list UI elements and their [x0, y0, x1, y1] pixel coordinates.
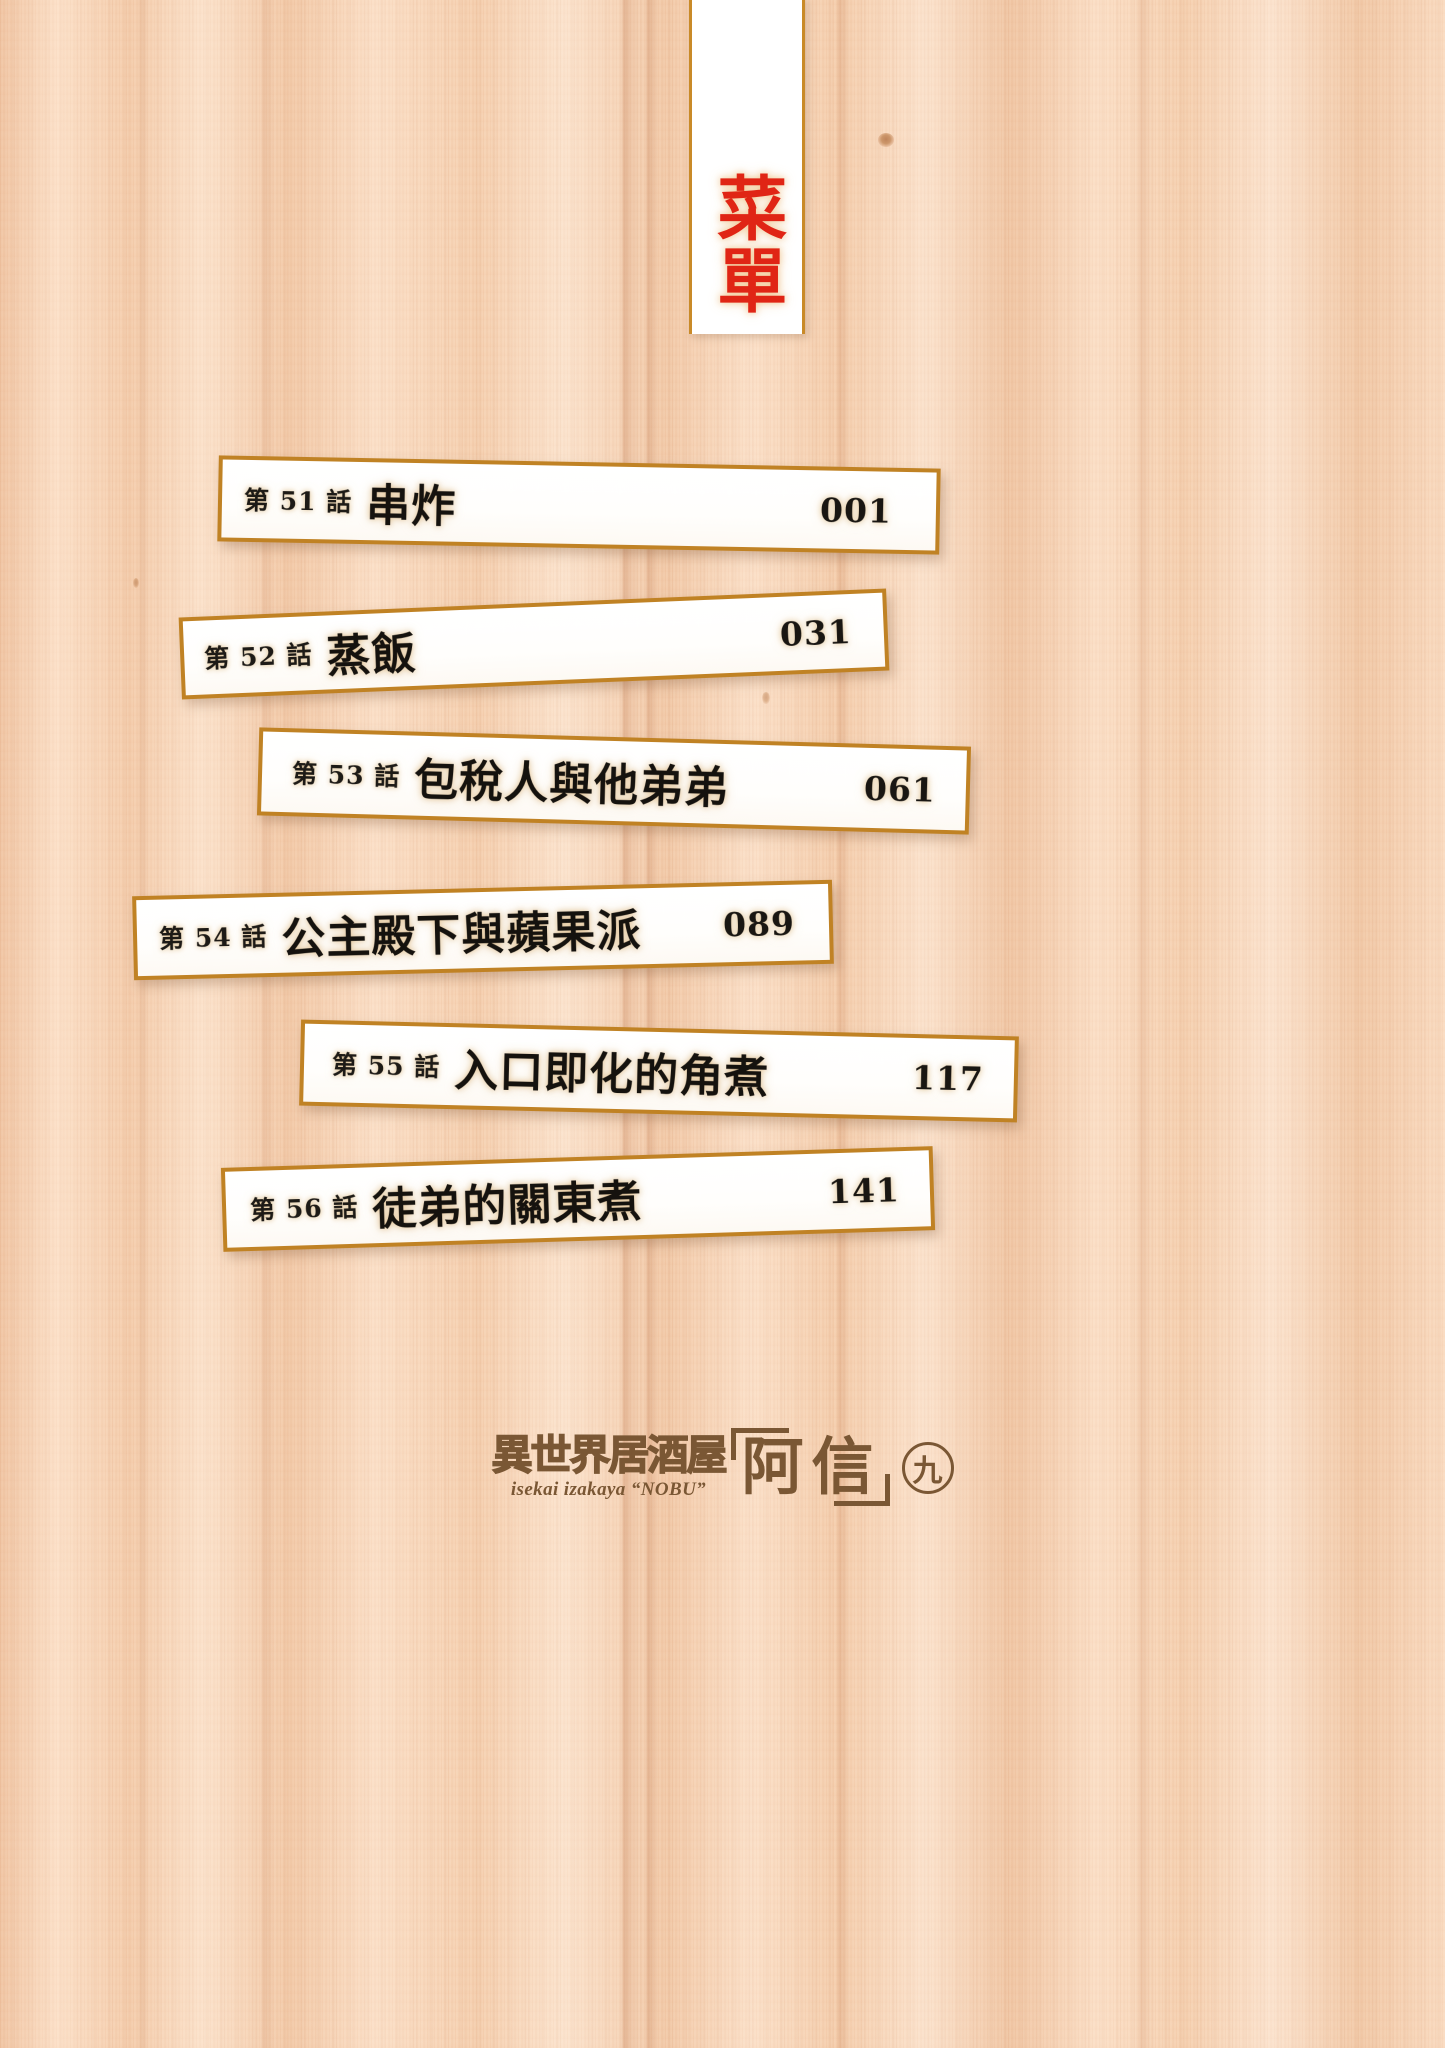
chapter-number: 第 55 話 [331, 1050, 441, 1082]
wood-knot [133, 578, 139, 588]
logo-brand-name: 阿信 [741, 1430, 882, 1503]
series-logo: 異世界居酒屋 isekai izakaya “NOBU” 阿信 九 [0, 1428, 1445, 1506]
frame-corner-bottom [833, 1501, 890, 1506]
chapter-number: 第 56 話 [249, 1192, 359, 1226]
row-spacer [416, 634, 780, 649]
logo-japanese-block: 異世界居酒屋 isekai izakaya “NOBU” [491, 1431, 728, 1501]
toc-row[interactable]: 第 54 話 公主殿下與蘋果派 089 [132, 879, 834, 981]
row-spacer [769, 1074, 912, 1077]
chapter-title: 蒸飯 [325, 627, 418, 683]
page-number: 117 [911, 1057, 985, 1099]
menu-title-text: 菜單 [705, 172, 789, 316]
chapter-number: 第 51 話 [243, 485, 353, 517]
page-number: 061 [863, 768, 937, 810]
frame-corner-right [884, 1474, 890, 1506]
volume-number-badge: 九 [901, 1442, 954, 1494]
logo-brand-frame: 阿信 [731, 1428, 890, 1506]
row-spacer [641, 924, 723, 926]
page-number: 001 [819, 489, 893, 531]
toc-row[interactable]: 第 55 話 入口即化的角煮 117 [299, 1019, 1019, 1123]
wood-knot [878, 133, 894, 147]
toc-row[interactable]: 第 51 話 串炸 001 [217, 455, 941, 555]
row-spacer [456, 503, 820, 510]
logo-romaji-subtitle: isekai izakaya “NOBU” [510, 1479, 707, 1500]
chapter-number: 第 53 話 [291, 759, 401, 792]
wood-knot [762, 692, 770, 704]
menu-title-banner: 菜單 [689, 0, 805, 334]
chapter-title: 串炸 [365, 480, 457, 533]
page-number: 089 [722, 903, 796, 944]
logo-japanese-title: 異世界居酒屋 [491, 1431, 728, 1479]
chapter-title: 入口即化的角煮 [453, 1045, 770, 1104]
page-number: 141 [827, 1169, 901, 1211]
row-spacer [729, 784, 864, 788]
chapter-title: 公主殿下與蘋果派 [280, 905, 642, 965]
chapter-title: 包稅人與他弟弟 [413, 754, 730, 815]
chapter-number: 第 52 話 [203, 640, 314, 674]
row-spacer [642, 1191, 828, 1197]
chapter-title: 徒弟的關東煮 [371, 1176, 644, 1236]
page-number: 031 [779, 611, 853, 654]
chapter-number: 第 54 話 [158, 922, 268, 954]
